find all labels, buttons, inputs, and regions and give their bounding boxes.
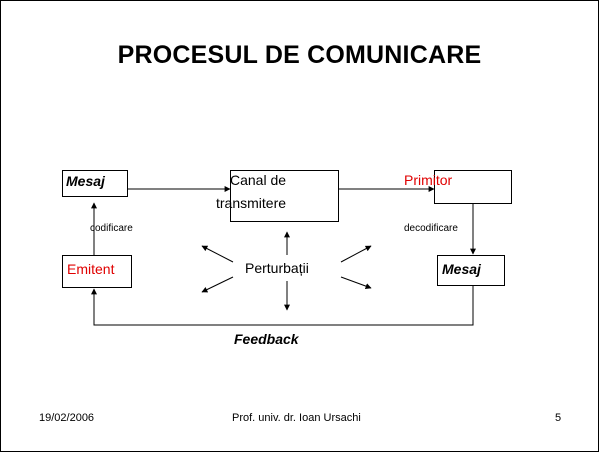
perturbatii-label: Perturbații	[245, 260, 309, 276]
mesaj-top-label: Mesaj	[66, 173, 105, 189]
emitent-label: Emitent	[67, 261, 115, 277]
mesaj-bottom-box	[437, 255, 505, 286]
decodificare-label: decodificare	[404, 223, 458, 234]
feedback-label: Feedback	[234, 331, 299, 347]
mesaj-bottom-label: Mesaj	[442, 261, 481, 277]
perturbation-arrow-upleft	[201, 245, 234, 263]
footer-date: 19/02/2006	[39, 412, 95, 424]
codificare-label: codificare	[90, 223, 133, 234]
footer-author: Prof. univ. dr. Ioan Ursachi	[232, 412, 361, 424]
mesaj-top-box	[62, 170, 128, 197]
canal-box	[230, 170, 339, 222]
perturbation-arrow-downleft	[201, 276, 234, 293]
slide-title: PROCESUL DE COMUNICARE	[117, 41, 482, 69]
perturbation-arrow-downright	[340, 276, 372, 289]
footer-page-number: 5	[555, 412, 562, 424]
primitor-label: Primitor	[404, 172, 453, 188]
emitent-box	[62, 255, 132, 288]
canal-label-line2: transmitere	[216, 195, 287, 211]
perturbation-arrow-upright	[340, 245, 372, 263]
feedback-loop-arrow	[91, 286, 474, 326]
canal-label-line1: Canal de	[230, 172, 287, 188]
primitor-box	[434, 170, 512, 204]
